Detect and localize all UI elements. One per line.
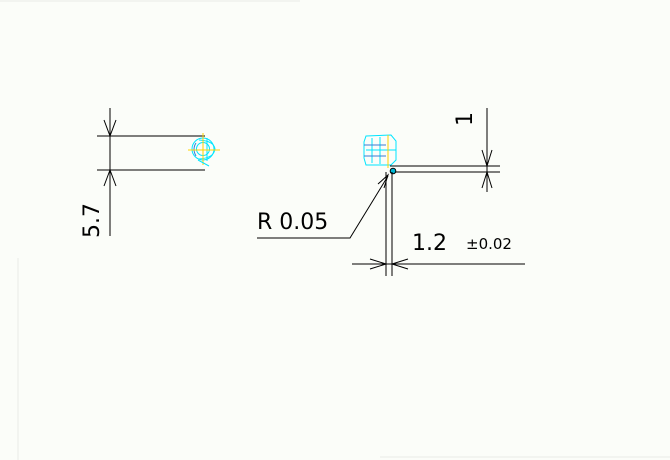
radius-dimension-text: R 0.05 [257,210,328,235]
radius-leader [257,173,390,239]
width-dimension-line [352,258,525,270]
height-dimension-line [103,108,117,236]
width-dimension-text: 1.2 [412,231,447,256]
part-side-view [363,134,397,175]
right-view: 1 1.2 ±0.02 R 0.05 [257,108,525,276]
height-dimension-text: 5.7 [80,203,105,238]
width-tolerance-text: ±0.02 [466,235,512,253]
step-dimension-line [481,108,493,192]
step-dimension-text: 1 [453,112,478,126]
radius-corner [389,167,397,175]
part-end-view [188,133,220,167]
left-view: 5.7 [80,108,220,238]
